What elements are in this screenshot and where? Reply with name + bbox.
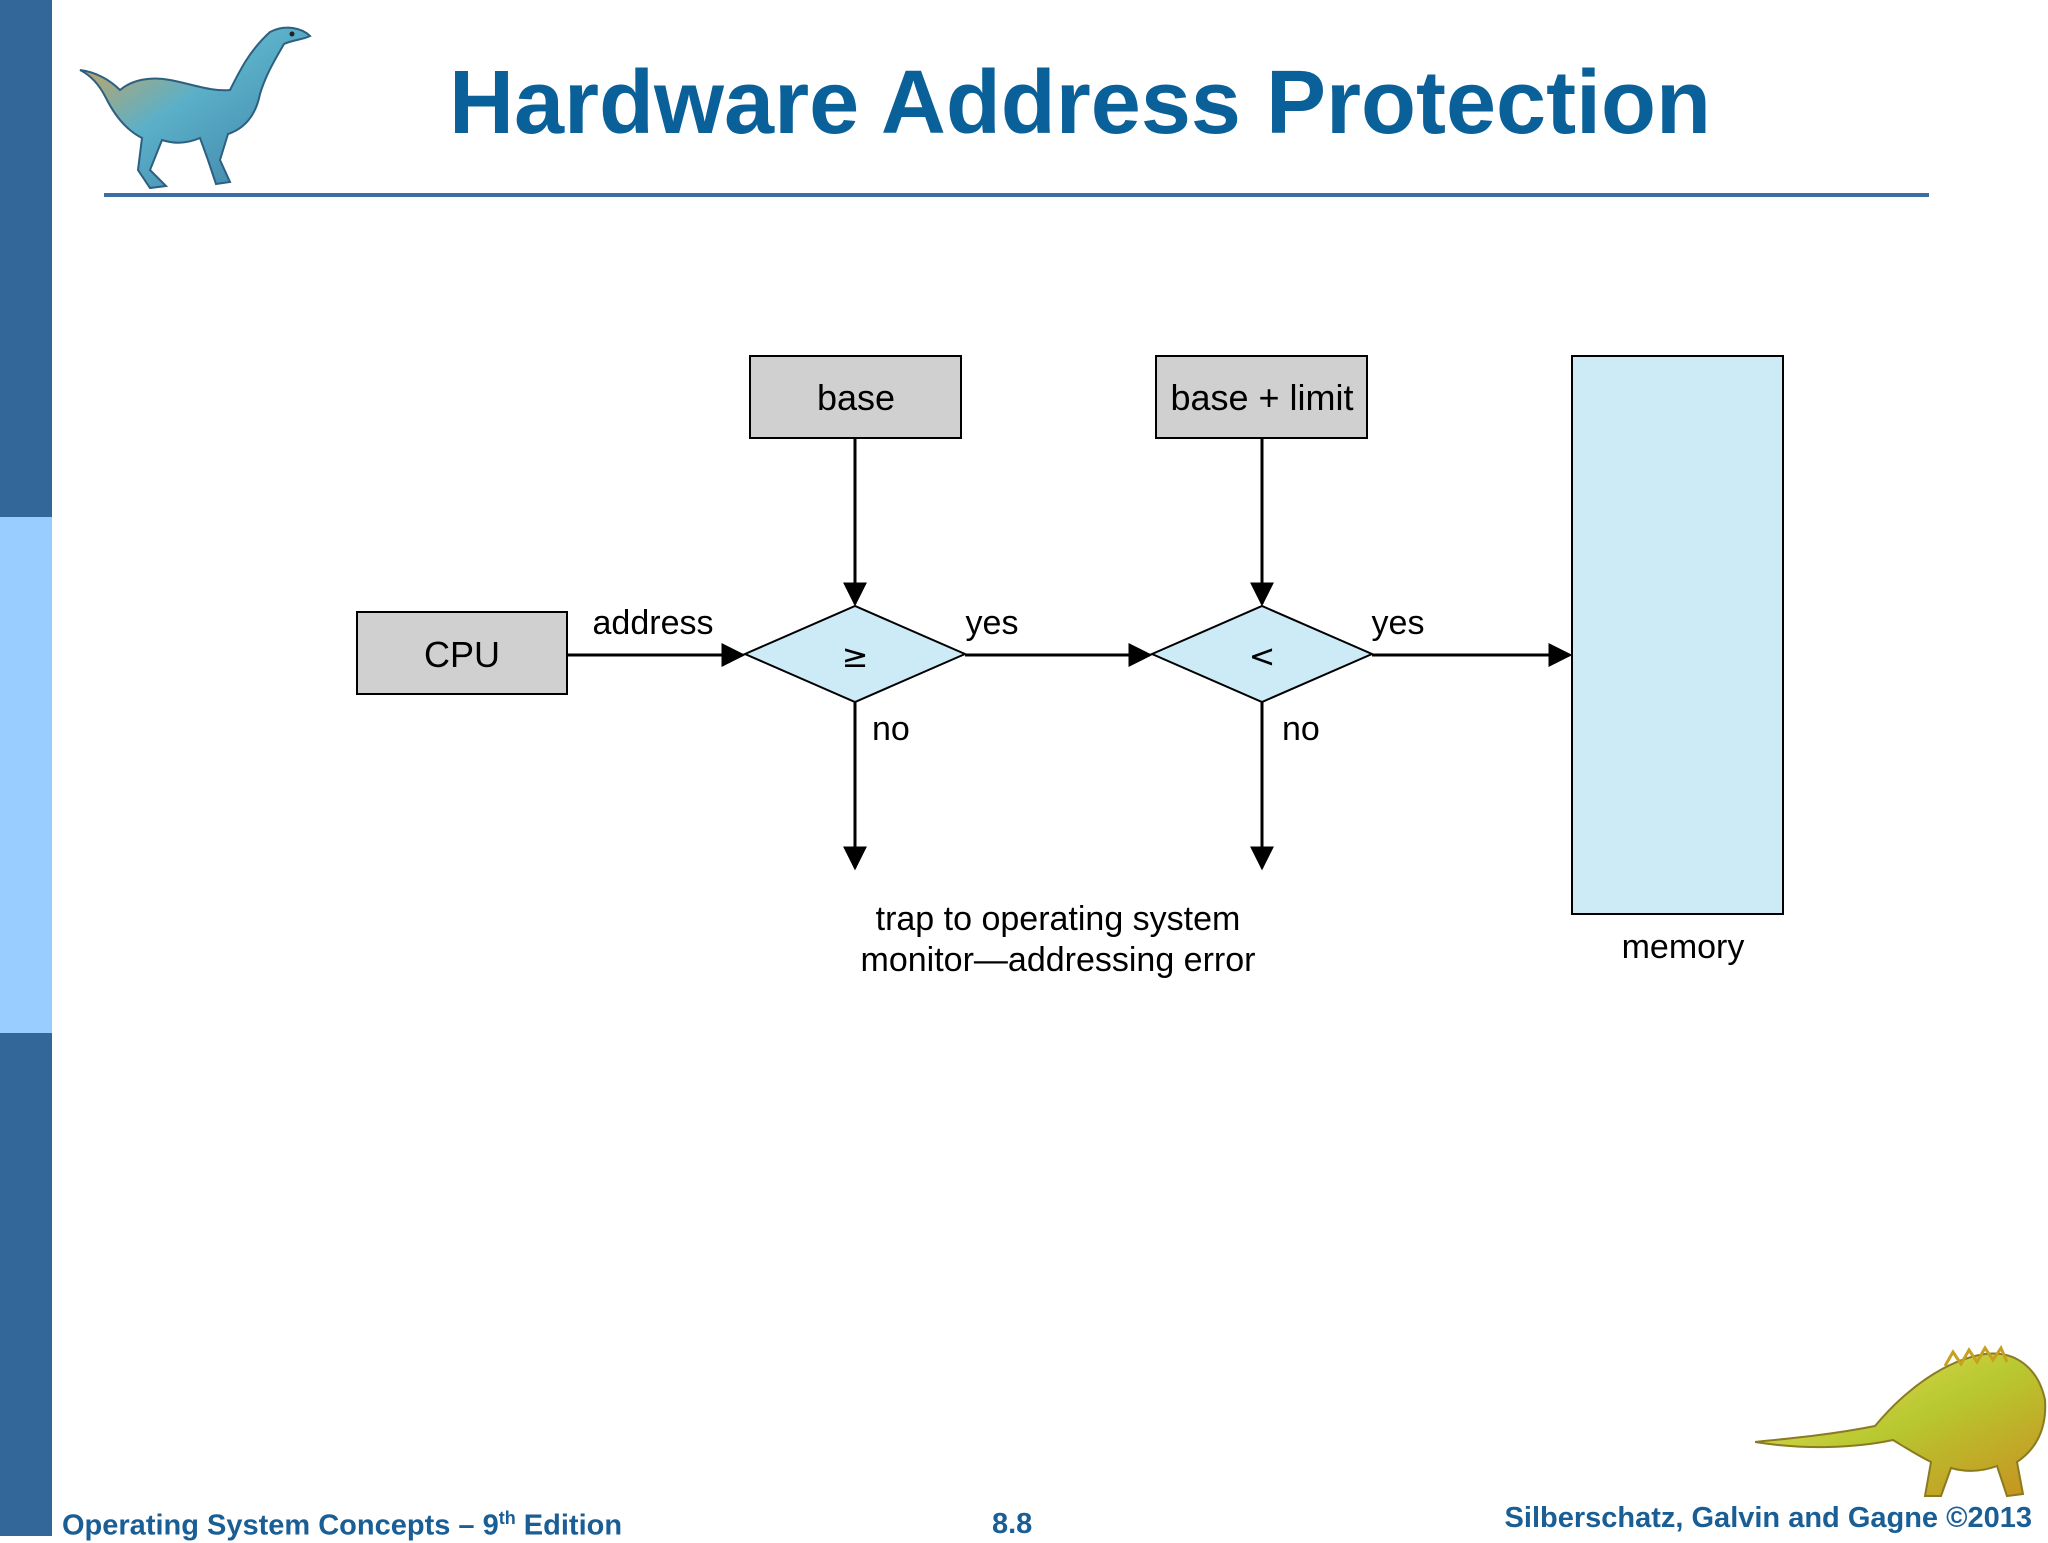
yes-edge-label-2: yes: [1372, 604, 1425, 642]
title-divider: [104, 193, 1929, 197]
memory-label: memory: [1622, 928, 1745, 966]
no-edge-label-2: no: [1282, 710, 1320, 748]
base-register-box: [749, 355, 962, 439]
cpu-box: [356, 611, 568, 695]
base-register-label: base: [817, 377, 895, 418]
yes-edge-label-1: yes: [966, 604, 1019, 642]
compare-greater-equal-symbol: ≥: [842, 637, 869, 675]
sidebar-middle-stripe: [0, 517, 52, 1033]
address-edge-label: address: [593, 604, 714, 642]
trap-text-line-2: monitor—addressing error: [861, 941, 1256, 979]
slide-title: Hardware Address Protection: [448, 53, 1712, 153]
footer-page-number: 8.8: [992, 1508, 1033, 1540]
no-edge-label-1: no: [872, 710, 910, 748]
cpu-label: CPU: [424, 634, 500, 675]
sidebar-top-stripe: [0, 0, 52, 517]
trap-text-line-1: trap to operating system: [876, 900, 1241, 938]
footer-book-title: Operating System Concepts – 9th Edition: [62, 1508, 623, 1542]
footer-copyright: Silberschatz, Galvin and Gagne ©2013: [1504, 1502, 2032, 1534]
sidebar-bottom-stripe: [0, 1033, 52, 1536]
memory-block: [1571, 355, 1784, 915]
compare-less-than-symbol: <: [1249, 637, 1276, 675]
base-limit-register-label: base + limit: [1170, 377, 1353, 418]
dinosaur-logo-icon: [79, 26, 312, 190]
base-limit-register-box: [1155, 355, 1368, 439]
dinosaur-corner-icon: [1755, 1344, 2047, 1498]
